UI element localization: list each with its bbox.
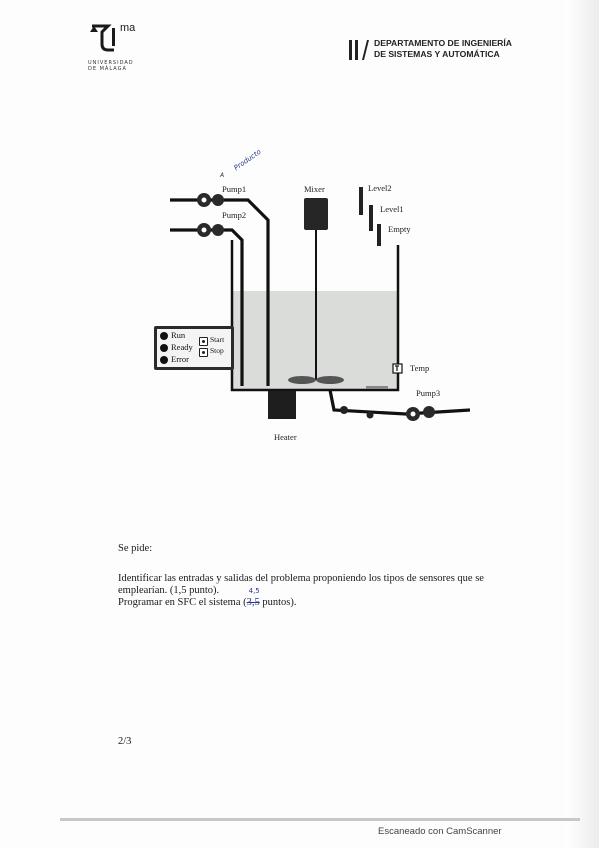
se-pide-heading: Se pide: bbox=[118, 543, 153, 554]
scan-bottom-line bbox=[60, 818, 580, 821]
start-button-icon bbox=[199, 337, 208, 346]
start-label: Start bbox=[210, 335, 225, 344]
stop-label: Stop bbox=[210, 346, 224, 355]
handwritten-small-mark: A bbox=[220, 172, 225, 179]
error-led-icon bbox=[160, 356, 168, 364]
question-1: Identificar las entradas y salidas del p… bbox=[118, 573, 484, 596]
process-diagram: Pump1 Pump2 Mixer Level2 Level1 Empty Te… bbox=[140, 148, 470, 450]
dept-line-1: DEPARTAMENTO DE INGENIERÍA bbox=[374, 38, 512, 48]
control-panel: Run Ready Error Start Stop bbox=[154, 326, 234, 370]
pump3-label: Pump3 bbox=[416, 388, 441, 398]
run-label: Run bbox=[171, 330, 186, 340]
department-logo-icon bbox=[349, 40, 369, 60]
error-label: Error bbox=[171, 354, 189, 364]
logo-text: ma bbox=[120, 22, 136, 34]
tank-drawing bbox=[170, 187, 470, 421]
level1-label: Level1 bbox=[380, 204, 404, 214]
pump2-label: Pump2 bbox=[222, 210, 247, 220]
dept-line-2: DE SISTEMAS Y AUTOMÁTICA bbox=[374, 49, 500, 59]
scanner-watermark: Escaneado con CamScanner bbox=[378, 826, 502, 837]
ready-led-icon bbox=[160, 344, 168, 352]
university-logo: ma bbox=[88, 22, 148, 72]
heater-label: Heater bbox=[274, 432, 297, 442]
pump1-label: Pump1 bbox=[222, 184, 247, 194]
temp-label: Temp bbox=[410, 363, 430, 373]
empty-label: Empty bbox=[388, 224, 411, 234]
university-name-line1: UNIVERSIDAD bbox=[88, 60, 134, 66]
control-panel-face: Run Ready Error Start Stop bbox=[157, 329, 231, 367]
page-number: 2/3 bbox=[118, 736, 132, 747]
ready-label: Ready bbox=[171, 342, 193, 352]
stop-button-icon bbox=[199, 348, 208, 357]
run-led-icon bbox=[160, 332, 168, 340]
university-name: UNIVERSIDAD DE MÁLAGA bbox=[88, 60, 134, 72]
mixer-label: Mixer bbox=[304, 184, 325, 194]
level2-label: Level2 bbox=[368, 183, 392, 193]
handwritten-points-correction: 4,5 bbox=[248, 587, 260, 595]
question-2-start: Programar en SFC el sistema ( bbox=[118, 597, 247, 608]
question-2-end: puntos). bbox=[259, 597, 297, 608]
struck-points-value: 3,5 bbox=[246, 597, 260, 608]
university-name-line2: DE MÁLAGA bbox=[88, 66, 127, 72]
department-header: DEPARTAMENTO DE INGENIERÍA DE SISTEMAS Y… bbox=[348, 38, 558, 64]
scan-shadow-edge bbox=[565, 0, 599, 848]
